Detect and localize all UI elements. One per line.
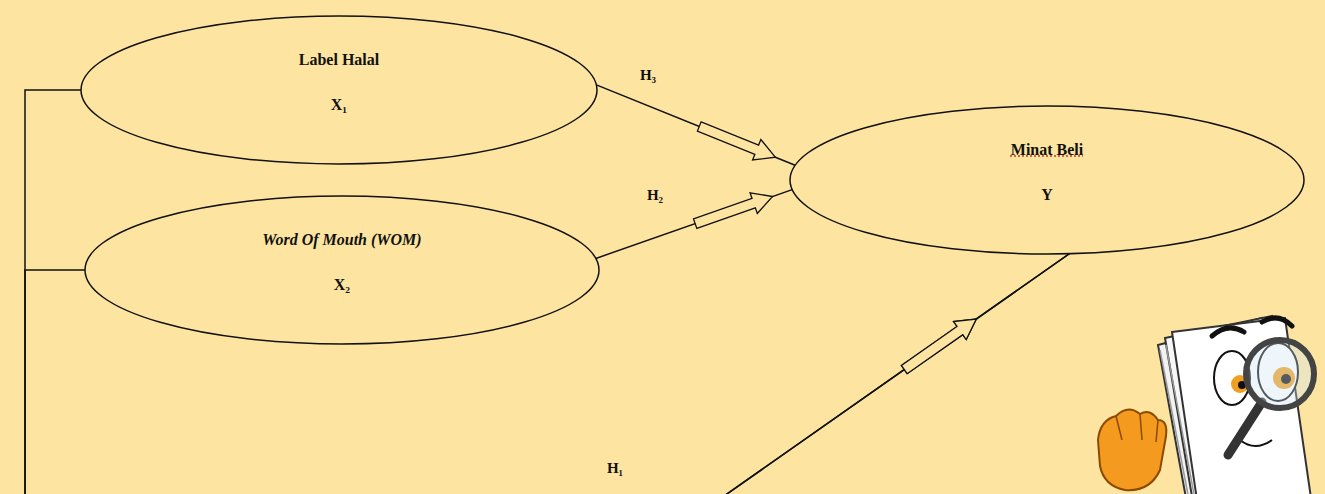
hollow-arrowhead: [901, 319, 976, 374]
ellipse-node: Minat BeliY: [789, 105, 1305, 255]
ellipse-outline: [84, 195, 600, 345]
variable-symbol: X₂: [334, 276, 350, 294]
hypothesis-label-box: H₃: [640, 66, 656, 84]
hollow-arrowhead: [901, 319, 976, 374]
connector-group: [596, 85, 795, 165]
cartoon-hand: [1098, 409, 1166, 490]
magnifying-glass: [1228, 340, 1314, 455]
hollow-arrowhead: [697, 122, 775, 160]
node-text-group: Word Of Mouth (WOM) X₂: [262, 231, 421, 310]
node-title: Word Of Mouth (WOM): [262, 231, 421, 249]
ellipse-node: Word Of Mouth (WOM) X₂: [84, 195, 600, 345]
node-title: Label Halal: [299, 51, 379, 69]
ellipse-outline: [789, 105, 1305, 255]
variable-symbol: X₁: [331, 96, 347, 114]
hypothesis-label: H₂: [647, 187, 663, 203]
hypothesis-label: H₃: [640, 67, 656, 83]
connector-line: [596, 190, 792, 259]
hollow-arrowhead: [694, 193, 773, 229]
node-text-group: Label HalalX₁: [299, 51, 379, 130]
ellipse-node: Label HalalX₁: [80, 15, 598, 165]
hypothesis-label-box: H₁: [607, 459, 623, 477]
variable-symbol: Y: [1041, 186, 1053, 204]
ellipse-shape: [85, 196, 599, 344]
connector-group: [596, 190, 792, 259]
node-title: Minat Beli: [1011, 141, 1083, 159]
hypothesis-label-box: H₂: [647, 186, 663, 204]
node-text-group: Minat BeliY: [1011, 141, 1083, 220]
ellipse-outline: [80, 15, 598, 165]
connector-line: [596, 85, 795, 165]
hypothesis-label: H₁: [607, 460, 623, 476]
ellipse-shape: [790, 106, 1304, 254]
ellipse-shape: [81, 16, 597, 164]
